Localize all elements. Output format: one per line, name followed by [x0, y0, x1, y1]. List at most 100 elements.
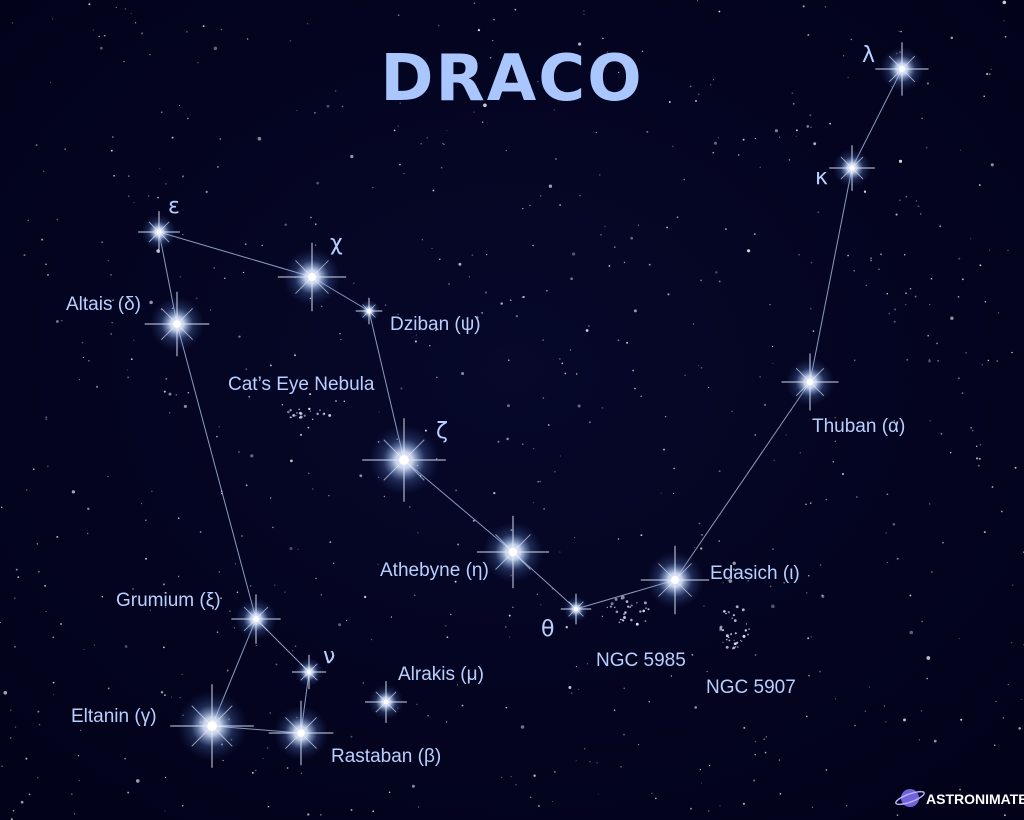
- background-star: [880, 253, 882, 255]
- background-star: [854, 359, 856, 361]
- background-star: [448, 283, 450, 285]
- background-star: [931, 571, 933, 573]
- background-star: [370, 638, 373, 641]
- cluster-dot: [613, 606, 616, 609]
- background-star: [893, 420, 895, 422]
- background-star: [753, 233, 756, 236]
- background-star: [554, 771, 556, 773]
- background-star: [722, 581, 724, 584]
- background-star: [274, 584, 276, 586]
- background-star: [715, 271, 718, 274]
- background-star: [497, 440, 500, 443]
- background-star: [471, 254, 474, 257]
- background-star: [10, 709, 12, 711]
- background-star: [262, 757, 264, 760]
- background-star: [698, 522, 701, 525]
- cluster-dot: [299, 412, 303, 416]
- background-star: [926, 677, 929, 680]
- background-star: [819, 564, 822, 566]
- cluster-dot: [298, 408, 301, 411]
- background-star: [824, 6, 826, 8]
- background-star: [168, 392, 172, 396]
- background-star: [896, 814, 899, 816]
- background-star: [159, 168, 161, 170]
- background-star: [202, 25, 205, 28]
- cluster-dot: [731, 617, 733, 619]
- background-star: [107, 687, 110, 690]
- background-star: [554, 158, 557, 160]
- background-star: [651, 792, 653, 795]
- background-star: [917, 205, 920, 208]
- background-star: [41, 238, 44, 241]
- background-star: [976, 457, 979, 460]
- background-star: [315, 577, 317, 580]
- background-star: [197, 62, 199, 64]
- background-star: [568, 686, 572, 689]
- background-star: [1, 765, 3, 767]
- background-star: [179, 105, 181, 107]
- background-star: [522, 207, 524, 210]
- background-star: [811, 806, 814, 808]
- background-star: [619, 57, 622, 59]
- background-star: [618, 71, 620, 74]
- background-star: [297, 548, 299, 550]
- background-star: [88, 3, 91, 6]
- background-star: [516, 88, 519, 91]
- background-star: [791, 92, 793, 94]
- background-star: [25, 757, 28, 760]
- background-star: [88, 359, 90, 362]
- background-star: [56, 320, 59, 323]
- background-star: [501, 776, 503, 778]
- background-star: [388, 791, 391, 793]
- background-star: [461, 704, 464, 707]
- background-star: [438, 258, 441, 261]
- background-star: [802, 5, 805, 8]
- background-star: [181, 673, 183, 676]
- background-star: [335, 400, 337, 402]
- cluster-dot: [739, 639, 742, 642]
- background-star: [825, 769, 828, 771]
- background-star: [646, 130, 649, 133]
- background-star: [950, 316, 954, 320]
- background-star: [886, 493, 889, 496]
- background-star: [52, 681, 55, 684]
- background-star: [759, 376, 761, 378]
- background-star: [183, 404, 187, 408]
- background-star: [870, 257, 872, 259]
- background-star: [247, 38, 249, 40]
- background-star: [78, 780, 80, 782]
- background-star: [165, 776, 167, 779]
- background-star: [98, 35, 100, 38]
- background-star: [778, 136, 780, 138]
- background-star: [630, 236, 633, 240]
- background-star: [181, 804, 184, 807]
- label-altais: Altais (δ): [66, 294, 141, 315]
- cluster-dot: [733, 619, 737, 622]
- background-star: [267, 805, 270, 808]
- background-star: [309, 393, 312, 396]
- background-star: [426, 137, 428, 139]
- background-star: [537, 481, 539, 483]
- background-star: [1002, 0, 1007, 5]
- background-star: [216, 631, 219, 633]
- background-star: [623, 687, 626, 690]
- background-star: [35, 144, 38, 147]
- cluster-dot: [296, 412, 298, 414]
- label-thuban: Thuban (α): [812, 416, 905, 437]
- background-star: [553, 109, 556, 111]
- background-star: [921, 117, 923, 119]
- background-star: [559, 358, 561, 360]
- background-star: [416, 703, 418, 706]
- background-star: [942, 542, 944, 544]
- background-star: [537, 80, 539, 83]
- cluster-dot: [610, 602, 614, 606]
- background-star: [250, 454, 254, 458]
- background-star: [472, 519, 475, 522]
- background-star: [407, 675, 409, 678]
- background-star: [978, 184, 981, 186]
- background-star: [269, 497, 272, 499]
- background-star: [701, 534, 703, 536]
- background-star: [808, 575, 810, 577]
- background-star: [481, 121, 484, 123]
- background-star: [712, 151, 715, 154]
